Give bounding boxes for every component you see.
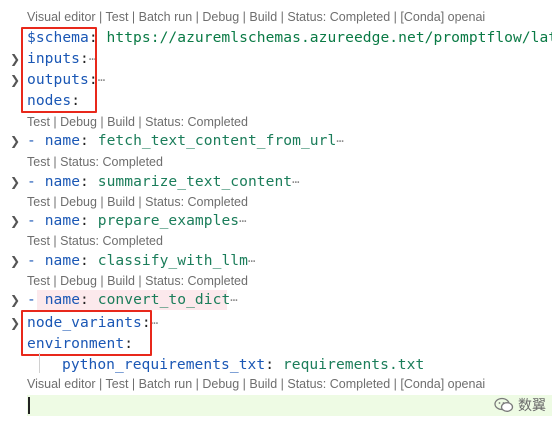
node-3-colon: :: [80, 212, 89, 229]
node-2-line: - name: summarize_text_content⋯: [27, 172, 299, 192]
code-lens-bottom[interactable]: Visual editor | Test | Batch run | Debug…: [27, 377, 486, 391]
text-cursor: [28, 397, 30, 414]
node-1-code-lens[interactable]: Test | Debug | Build | Status: Completed: [27, 115, 248, 129]
schema-colon: :: [88, 29, 98, 46]
node-5-code-lens[interactable]: Test | Debug | Build | Status: Completed: [27, 274, 248, 288]
indent-guide: [39, 353, 40, 373]
node-2-code-lens[interactable]: Test | Status: Completed: [27, 155, 163, 169]
fold-node-4-chevron-right-icon[interactable]: ❯: [9, 254, 21, 268]
outputs-line: outputs:⋯: [27, 70, 105, 90]
schema-key: $schema: [27, 29, 89, 46]
node-3-name-key: name: [44, 212, 81, 229]
code-lens-top[interactable]: Visual editor | Test | Batch run | Debug…: [27, 10, 486, 24]
node-4-name-key: name: [44, 252, 81, 269]
node-2-value: summarize_text_content: [97, 173, 293, 190]
python-requirements-colon: :: [265, 356, 275, 373]
python-requirements-value: requirements.txt: [282, 356, 425, 373]
environment-key: environment: [27, 335, 125, 352]
node-1-colon: :: [80, 132, 89, 149]
node-variants-collapsed-ellipsis[interactable]: ⋯: [150, 316, 158, 330]
inputs-colon: :: [80, 50, 89, 67]
node-variants-line: node_variants:⋯: [27, 313, 158, 333]
node-variants-colon: :: [141, 314, 151, 331]
nodes-key: nodes: [27, 92, 72, 109]
node-4-code-lens[interactable]: Test | Status: Completed: [27, 234, 163, 248]
inputs-collapsed-ellipsis[interactable]: ⋯: [88, 52, 97, 66]
python-requirements-line: python_requirements_txt: requirements.tx…: [62, 355, 424, 375]
inputs-key: inputs: [27, 50, 81, 67]
node-4-colon: :: [80, 252, 89, 269]
node-5-line: - name: convert_to_dict⋯: [27, 290, 238, 310]
node-1-collapsed-ellipsis[interactable]: ⋯: [336, 134, 344, 148]
outputs-key: outputs: [27, 71, 89, 88]
python-requirements-key: python_requirements_txt: [62, 356, 266, 373]
environment-colon: :: [124, 335, 134, 352]
node-3-value: prepare_examples: [97, 212, 240, 229]
node-3-line: - name: prepare_examples⋯: [27, 211, 246, 231]
node-1-dash: -: [27, 132, 45, 149]
node-1-name-key: name: [44, 132, 81, 149]
fold-outputs-chevron-right-icon[interactable]: ❯: [9, 73, 21, 87]
node-5-colon: :: [80, 291, 89, 308]
environment-line: environment:: [27, 334, 133, 354]
node-2-name-key: name: [44, 173, 81, 190]
node-4-collapsed-ellipsis[interactable]: ⋯: [247, 254, 256, 268]
inputs-line: inputs:⋯: [27, 49, 96, 69]
fold-inputs-chevron-right-icon[interactable]: ❯: [9, 52, 21, 66]
fold-node-5-chevron-right-icon[interactable]: ❯: [9, 293, 21, 307]
outputs-colon: :: [88, 71, 98, 88]
watermark-right-text: 数翼: [518, 397, 546, 413]
fold-node-3-chevron-right-icon[interactable]: ❯: [9, 214, 21, 228]
watermark-right: 数翼: [494, 392, 546, 418]
node-5-collapsed-ellipsis[interactable]: ⋯: [230, 293, 238, 307]
fold-node-2-chevron-right-icon[interactable]: ❯: [9, 175, 21, 189]
current-line-highlight: [27, 395, 552, 416]
node-variants-key: node_variants: [27, 314, 142, 331]
node-4-dash: -: [27, 252, 45, 269]
wechat-logo-icon: [494, 397, 514, 413]
node-3-code-lens[interactable]: Test | Debug | Build | Status: Completed: [27, 195, 248, 209]
node-4-line: - name: classify_with_llm⋯: [27, 251, 255, 271]
schema-line: $schema: https://azuremlschemas.azureedg…: [27, 28, 552, 48]
node-2-dash: -: [27, 173, 45, 190]
schema-value[interactable]: https://azuremlschemas.azureedge.net/pro…: [106, 29, 552, 46]
node-3-dash: -: [27, 212, 45, 229]
node-4-value: classify_with_llm: [97, 252, 248, 269]
nodes-colon: :: [71, 92, 81, 109]
node-1-value: fetch_text_content_from_url: [97, 132, 337, 149]
outputs-collapsed-ellipsis[interactable]: ⋯: [97, 73, 105, 87]
fold-node-variants-chevron-right-icon[interactable]: ❯: [9, 316, 21, 330]
node-2-colon: :: [80, 173, 89, 190]
node-5-name-key: name: [44, 291, 81, 308]
diff-removed-highlight: [37, 290, 227, 310]
fold-node-1-chevron-right-icon[interactable]: ❯: [9, 134, 21, 148]
node-5-value: convert_to_dict: [97, 291, 231, 308]
node-2-collapsed-ellipsis[interactable]: ⋯: [292, 175, 300, 189]
node-5-dash: -: [27, 291, 45, 308]
node-3-collapsed-ellipsis[interactable]: ⋯: [239, 214, 247, 228]
node-1-line: - name: fetch_text_content_from_url⋯: [27, 131, 344, 151]
nodes-line: nodes:: [27, 91, 80, 111]
